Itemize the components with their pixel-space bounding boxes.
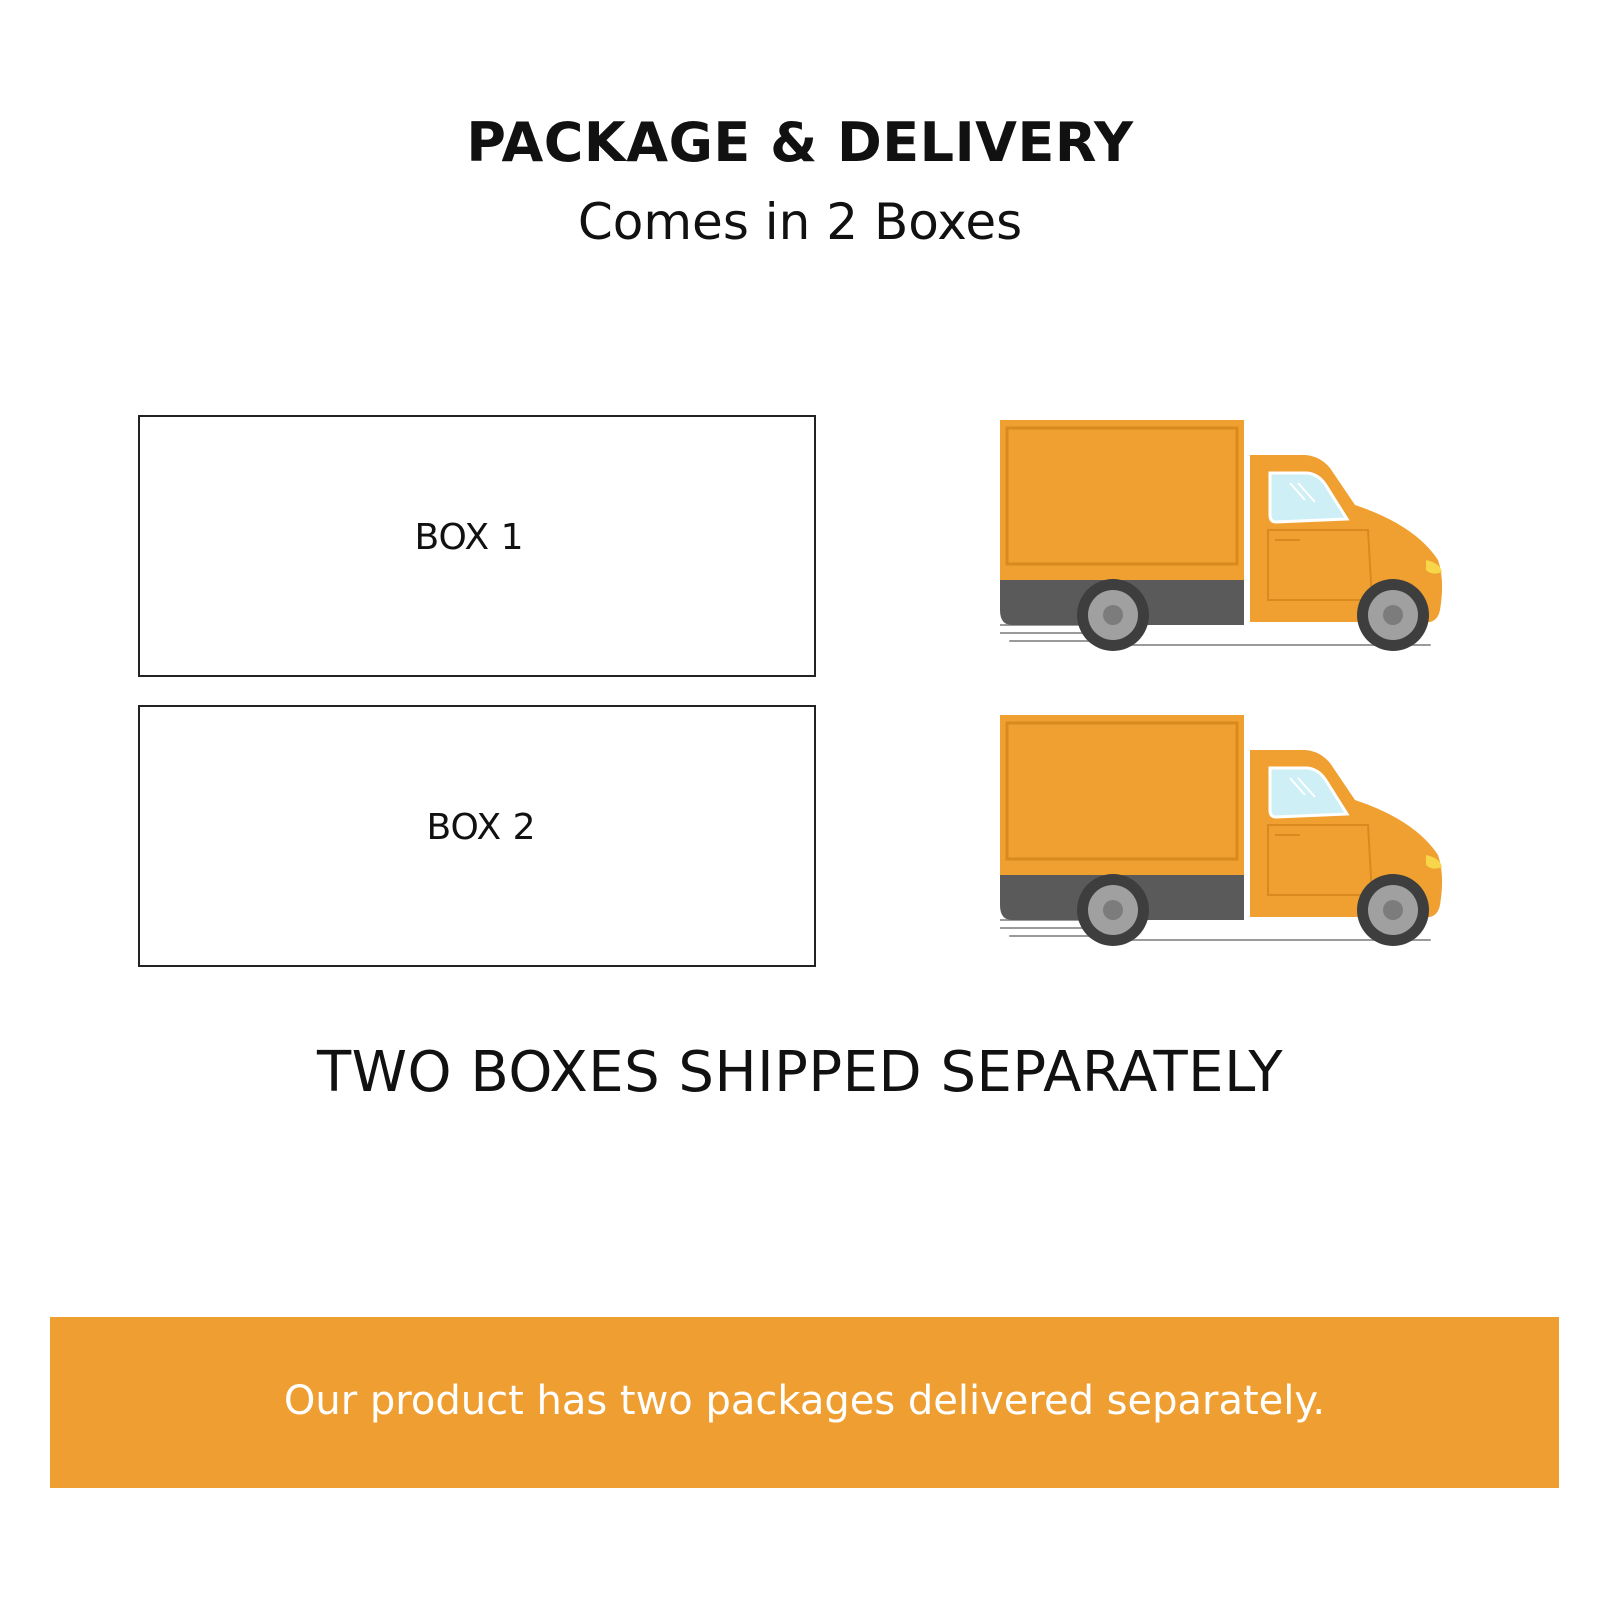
cargo-box — [1000, 420, 1244, 585]
shipping-note: TWO BOXES SHIPPED SEPARATELY — [316, 1040, 1284, 1105]
page-subtitle: Comes in 2 Boxes — [577, 193, 1023, 251]
page-title: PACKAGE & DELIVERY — [466, 111, 1134, 174]
truck-window — [1268, 471, 1350, 524]
banner-text: Our product has two packages delivered s… — [283, 1378, 1326, 1424]
cargo-box — [1000, 715, 1244, 880]
info-banner: Our product has two packages delivered s… — [50, 1317, 1559, 1488]
box-1-label: BOX 1 — [414, 517, 524, 558]
delivery-truck-icon — [1000, 420, 1443, 651]
delivery-truck-icon — [1000, 715, 1443, 946]
truck-window — [1268, 766, 1350, 819]
front-wheel — [1357, 874, 1429, 946]
box-1-outline: BOX 1 — [138, 415, 816, 677]
rear-wheel — [1077, 579, 1149, 651]
rear-wheel — [1077, 874, 1149, 946]
front-wheel — [1357, 579, 1429, 651]
box-2-outline: BOX 2 — [138, 705, 816, 967]
box-2-label: BOX 2 — [426, 807, 536, 848]
